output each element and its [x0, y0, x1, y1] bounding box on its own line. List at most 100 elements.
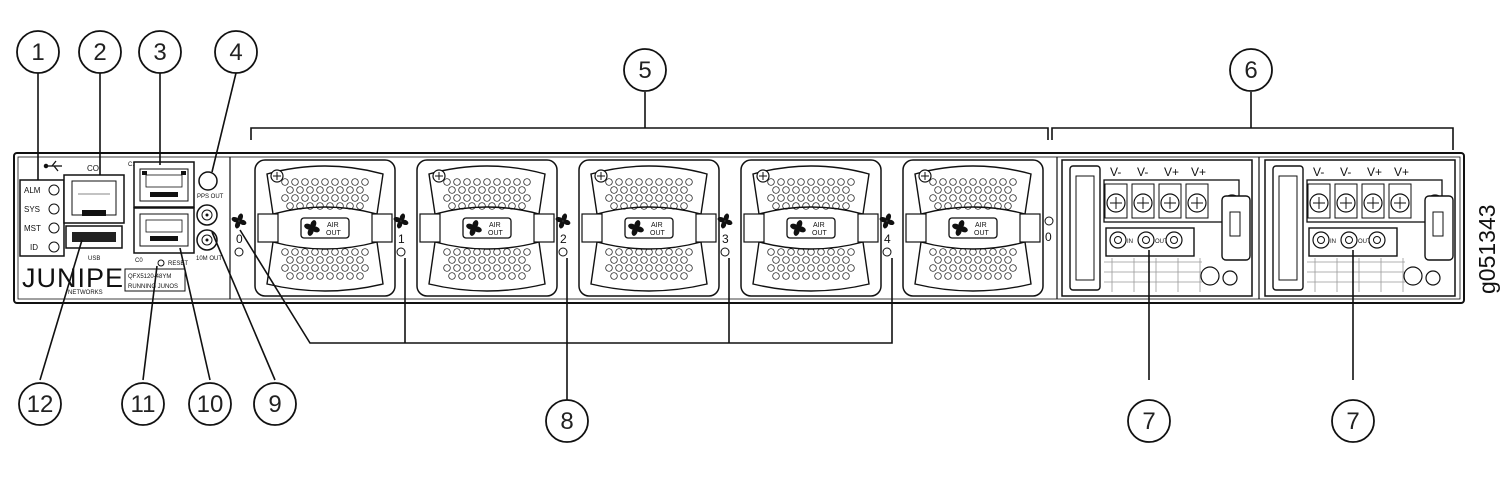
chassis-inner-line	[17, 156, 1461, 300]
air-label: AIR	[651, 222, 663, 229]
ground-icon	[1222, 270, 1238, 286]
console-port	[63, 174, 125, 224]
honeycomb-pattern	[767, 178, 855, 280]
callout-number: 1	[31, 39, 44, 66]
fan-grill-bottom	[428, 241, 546, 292]
fan-status-led	[882, 247, 892, 257]
psu-vent-lines	[1307, 258, 1405, 292]
callout-number: 3	[153, 39, 166, 66]
fan-handle-right	[533, 213, 555, 243]
out-label: OUT	[1358, 239, 1371, 245]
fan-icon	[952, 220, 968, 236]
in-label: IN	[1127, 239, 1133, 245]
led-sys-label: SYS	[24, 205, 40, 214]
sma-port-1	[196, 204, 218, 226]
fan-grill-top	[752, 165, 870, 215]
air-label: AIR	[327, 222, 339, 229]
honeycomb-pattern	[929, 178, 1017, 280]
fan-handle-right	[695, 213, 717, 243]
fan-grill-top	[266, 165, 384, 215]
slot-fan-icon	[231, 213, 247, 229]
fan-handle-right	[857, 213, 879, 243]
callout-number: 2	[93, 39, 106, 66]
fan-status-led	[558, 247, 568, 257]
callout-c3: 3	[138, 30, 182, 74]
usb-port-label: USB	[88, 256, 100, 262]
out-label: OUT	[974, 230, 990, 237]
callout-number: 6	[1244, 57, 1257, 84]
ground-icon	[1425, 270, 1441, 286]
led-sys: SYS	[24, 203, 60, 215]
fan-status-led	[234, 247, 244, 257]
usb-icon	[43, 160, 62, 172]
fan-handle-right	[371, 213, 393, 243]
control-panel: ALM SYS MST ID CO	[19, 160, 224, 296]
callout-number: 5	[638, 57, 651, 84]
pps-port-label: PPS OUT	[197, 194, 224, 200]
fan-slot-number: 2	[560, 232, 567, 246]
led-id: ID	[30, 241, 60, 253]
fan-slot-number: 0	[236, 232, 243, 246]
callout-number: 11	[131, 391, 156, 418]
callout-number: 8	[560, 408, 573, 435]
callout-c10: 10	[188, 382, 232, 426]
fan-grill-bottom	[752, 241, 870, 292]
callout-number: 4	[229, 39, 242, 66]
ground-symbol	[1403, 266, 1423, 286]
slot-fan-icon	[555, 213, 571, 229]
bracket-psu	[1051, 92, 1454, 150]
fan-status-led	[720, 247, 730, 257]
slot-fan-icon	[879, 213, 895, 229]
callout-c5: 5	[623, 48, 667, 92]
terminal-label: V-	[1137, 165, 1148, 179]
fan-handle-right	[1019, 213, 1041, 243]
terminal-label: V-	[1110, 165, 1121, 179]
bracket-fans	[250, 92, 1049, 140]
callout-c11: 11	[121, 382, 165, 426]
callout-c9: 9	[253, 382, 297, 426]
fan-handle-left	[257, 213, 279, 243]
fan-handle-left	[743, 213, 765, 243]
led-mst: MST	[24, 222, 60, 234]
psu-slot-number: 0	[1045, 230, 1052, 244]
terminal-block: V-V-V+V+	[1306, 165, 1443, 223]
fan-grill-bottom	[266, 241, 384, 292]
callout-number: 10	[197, 391, 224, 418]
callout-c6: 6	[1229, 48, 1273, 92]
honeycomb-pattern	[605, 178, 693, 280]
fan-handle-left	[419, 213, 441, 243]
out-label: OUT	[1155, 239, 1168, 245]
honeycomb-pattern	[443, 178, 531, 280]
terminal-label: V+	[1367, 165, 1382, 179]
fan-grill-top	[590, 165, 708, 215]
callout-c1: 1	[16, 30, 60, 74]
ground-symbol	[1200, 266, 1220, 286]
in-label: IN	[1330, 239, 1336, 245]
led-alm-indicator	[48, 184, 60, 196]
led-sys-indicator	[48, 203, 60, 215]
honeycomb-pattern	[281, 178, 369, 280]
callout-c2: 2	[78, 30, 122, 74]
reset-label: RESET	[168, 261, 188, 267]
out-label: OUT	[812, 230, 828, 237]
fan-grill-top	[914, 165, 1032, 215]
led-mst-label: MST	[24, 224, 41, 233]
led-alm: ALM	[24, 184, 60, 196]
port-c1-label: C1	[128, 162, 136, 168]
io-connectors: IN OUT	[1105, 227, 1195, 257]
fan-status-led	[396, 247, 406, 257]
terminal-label: V-	[1340, 165, 1351, 179]
usb-port	[65, 225, 123, 249]
led-alm-label: ALM	[24, 186, 41, 195]
callout-c7a: 7	[1127, 399, 1171, 443]
